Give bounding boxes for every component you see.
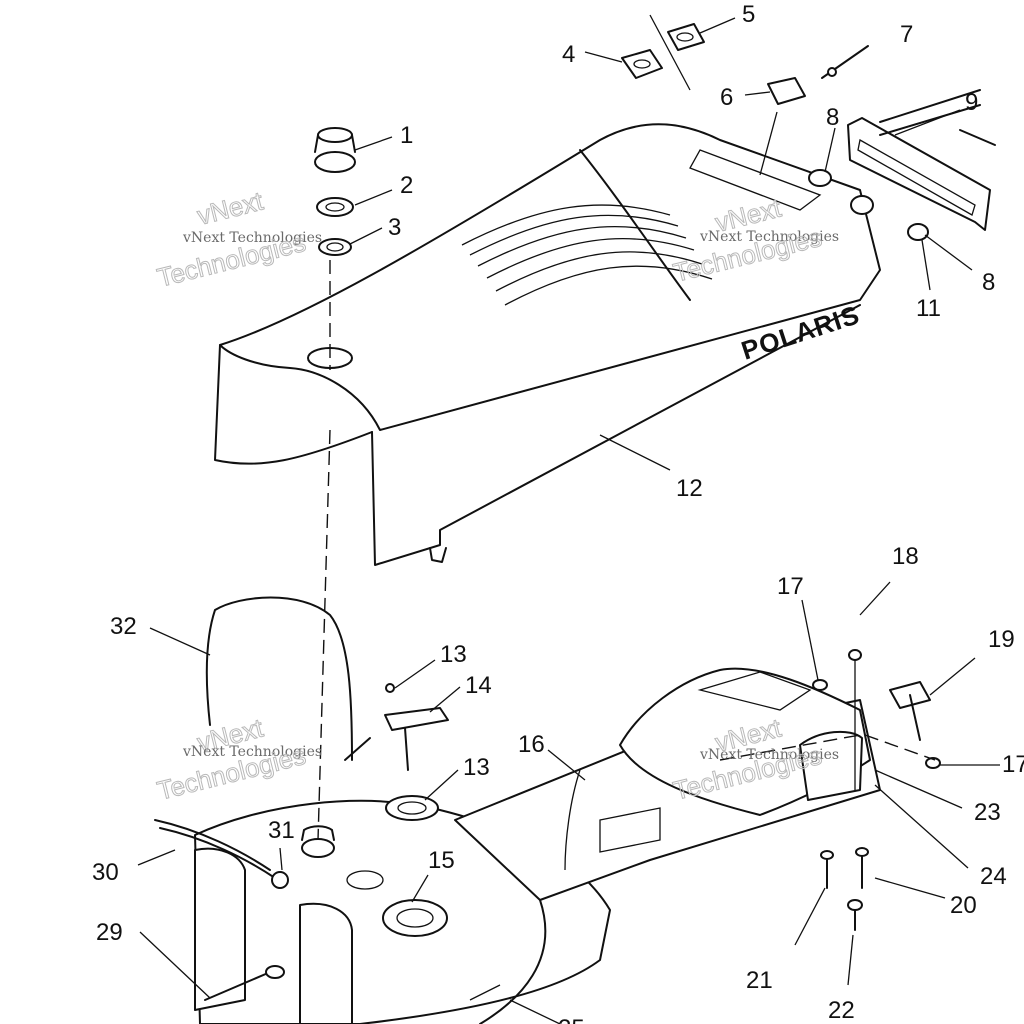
watermark-text: vNext Technologies — [182, 744, 322, 760]
leader-lines — [137, 17, 1000, 1024]
callout-20: 20 — [950, 892, 977, 919]
callout-30: 30 — [92, 859, 119, 886]
alignment-lines — [317, 260, 936, 841]
callout-13-upper: 13 — [440, 641, 467, 668]
watermark-text: vNext Technologies — [699, 229, 839, 245]
callout-8-top: 8 — [826, 104, 839, 131]
taillight-parts — [808, 89, 996, 241]
badge-parts — [621, 14, 869, 105]
callout-15: 15 — [428, 847, 455, 874]
callout-13-lower: 13 — [463, 754, 490, 781]
watermark-3: vNext vNext Technologies Technologies — [154, 712, 322, 806]
callout-7: 7 — [900, 21, 913, 48]
callout-16: 16 — [518, 731, 545, 758]
callout-24: 24 — [980, 863, 1007, 890]
callout-22: 22 — [828, 997, 855, 1024]
callout-18: 18 — [892, 543, 919, 570]
callout-4: 4 — [562, 41, 575, 68]
callout-32: 32 — [110, 613, 137, 640]
callout-1: 1 — [400, 122, 413, 149]
watermark-1: vNext vNext Technologies Technologies — [154, 185, 322, 293]
callout-12: 12 — [676, 475, 703, 502]
callout-25: 25 — [558, 1015, 585, 1024]
callout-3: 3 — [388, 214, 401, 241]
callout-31: 31 — [268, 817, 295, 844]
watermark-vnext-outline: vNext — [194, 185, 266, 230]
callout-17-upper: 17 — [777, 573, 804, 600]
watermark-text: vNext Technologies — [699, 747, 839, 763]
callout-labels: 1 2 3 4 5 6 7 8 8 9 11 12 13 13 14 15 16… — [92, 1, 1024, 1024]
callout-21: 21 — [746, 967, 773, 994]
callout-8-bottom: 8 — [982, 269, 995, 296]
callout-14: 14 — [465, 672, 492, 699]
callout-9: 9 — [965, 89, 978, 116]
watermark-text: vNext Technologies — [182, 230, 322, 246]
callout-17-right: 17 — [1002, 751, 1024, 778]
cables-and-hoses — [154, 596, 353, 1001]
gas-cap-parts — [314, 127, 356, 256]
callout-11: 11 — [916, 295, 941, 322]
hardware-parts — [812, 649, 941, 931]
callout-29: 29 — [96, 919, 123, 946]
callout-6: 6 — [720, 84, 733, 111]
callout-19: 19 — [988, 626, 1015, 653]
callout-5: 5 — [742, 1, 755, 28]
callout-23: 23 — [974, 799, 1001, 826]
callout-2: 2 — [400, 172, 413, 199]
seat-assembly: POLARIS — [214, 123, 881, 566]
